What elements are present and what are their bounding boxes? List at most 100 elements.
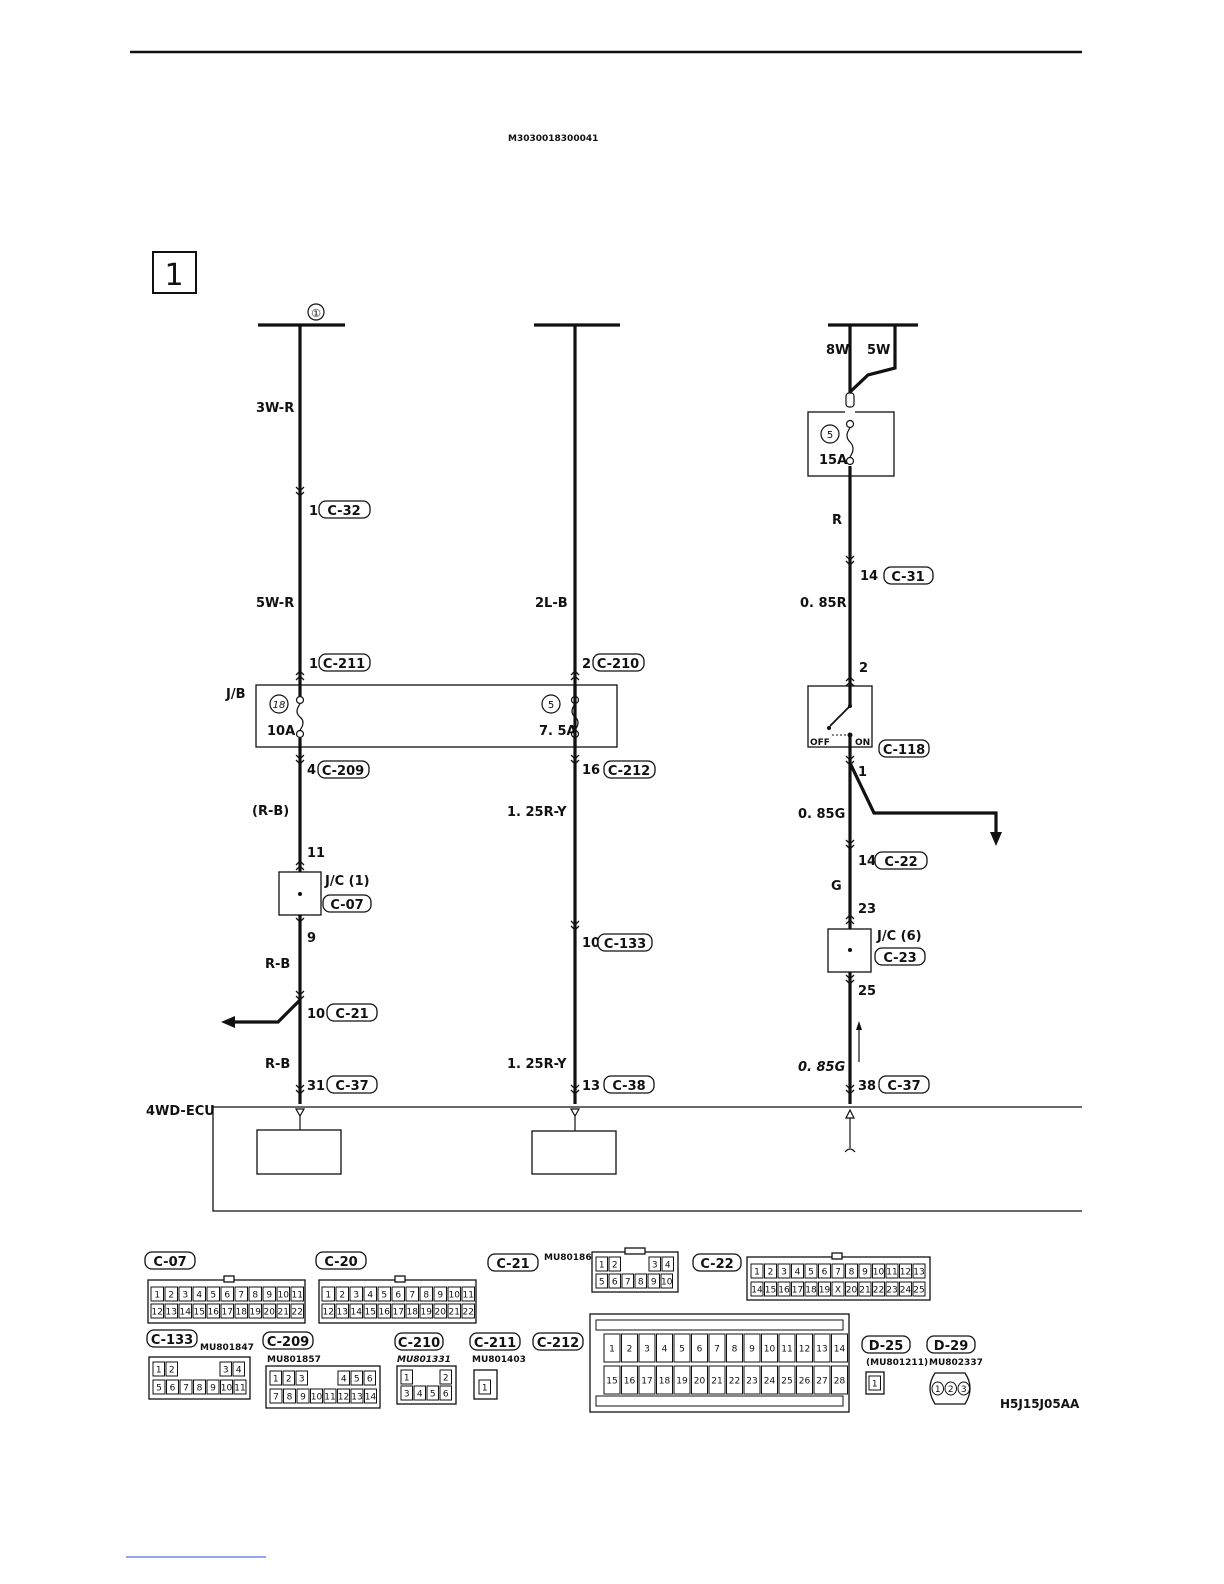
- pin-number: 28: [834, 1377, 846, 1387]
- pin-number: 12: [152, 1308, 163, 1318]
- pin-cell: [377, 1286, 391, 1302]
- pin-cell: [248, 1303, 262, 1319]
- pin-number: 1: [325, 1291, 331, 1301]
- pin-number: 16: [624, 1377, 636, 1387]
- pin-number: 19: [250, 1308, 262, 1318]
- pin-cell: [608, 1273, 621, 1289]
- pin-cell: [321, 1286, 335, 1302]
- pin-cell: [791, 1281, 804, 1297]
- pin-number: 15: [365, 1308, 376, 1318]
- page-marker: 1: [164, 258, 183, 293]
- pin-number: 19: [676, 1377, 688, 1387]
- pin-number: 6: [612, 1278, 618, 1288]
- conn-c211: C-211: [323, 657, 365, 672]
- pin-cell: [220, 1286, 234, 1302]
- view-d25-part: (MU801211): [866, 1358, 928, 1368]
- conn-c210: C-210: [597, 657, 639, 672]
- pin-cell: [220, 1303, 234, 1319]
- pin-number: 21: [859, 1286, 870, 1296]
- fuse-5-right-no: 5: [827, 430, 833, 441]
- pin-number: 3: [644, 1345, 650, 1355]
- pin-number: 7: [625, 1278, 631, 1288]
- pin-cell: [885, 1281, 899, 1297]
- pin-cell: [603, 1365, 621, 1395]
- pin-cell: [478, 1379, 491, 1395]
- switch-off: OFF: [810, 738, 830, 748]
- pin-number: 3: [781, 1268, 787, 1278]
- pin-number: 9: [266, 1291, 272, 1301]
- fuse-5-no: 5: [548, 700, 554, 711]
- wire-125r-y-2: 1. 25R-Y: [507, 1057, 567, 1072]
- pin-cell: [391, 1286, 405, 1302]
- view-c211-part: MU801403: [472, 1355, 526, 1365]
- wire-r-b-1: R-B: [265, 957, 290, 972]
- wire-085r: 0. 85R: [800, 596, 847, 611]
- circuit-right: 8W 5W 5 15A R 14 C-31 0. 85R 2 OFF ON C-…: [798, 323, 1002, 1104]
- pin-cell: [673, 1365, 691, 1395]
- pin-number: 17: [393, 1308, 404, 1318]
- pin-number: 19: [421, 1308, 433, 1318]
- pin-cell: [661, 1256, 674, 1272]
- pin-number: 10: [764, 1345, 776, 1355]
- pin-number: 21: [449, 1308, 460, 1318]
- view-c21-part: MU801867: [544, 1253, 598, 1263]
- pin-cell: [234, 1303, 248, 1319]
- view-c133-part: MU801847: [200, 1343, 254, 1353]
- pin-cell: [872, 1263, 885, 1279]
- pin-cell: [391, 1303, 405, 1319]
- pin-cell: [248, 1286, 262, 1302]
- pin-number: 5: [430, 1390, 436, 1400]
- pin-number: 1: [872, 1380, 878, 1390]
- pin-number: 9: [437, 1291, 443, 1301]
- jc6-label: J/C (6): [876, 929, 922, 944]
- pin-cell: [818, 1263, 831, 1279]
- pin-cell: [405, 1286, 419, 1302]
- wire-085g-1: 0. 85G: [798, 807, 845, 822]
- pin-number: 6: [443, 1390, 449, 1400]
- pin-number: 8: [197, 1384, 203, 1394]
- pin-cell: [405, 1303, 419, 1319]
- pin-cell: [638, 1365, 656, 1395]
- pin-number: 2: [168, 1291, 174, 1301]
- pin-cell: [708, 1333, 726, 1363]
- pin-number: 20: [264, 1308, 276, 1318]
- pin-number: 5: [599, 1278, 605, 1288]
- view-c210-label: C-210: [398, 1336, 440, 1351]
- pin-cell: [764, 1263, 777, 1279]
- pin-number: 11: [324, 1393, 335, 1403]
- wire-2l-b: 2L-B: [535, 596, 568, 611]
- pin-cell: [791, 1263, 804, 1279]
- view-c22-label: C-22: [700, 1257, 733, 1272]
- pin-number: 13: [166, 1308, 177, 1318]
- view-d29-part: MU802337: [929, 1358, 983, 1368]
- pin-number: 8: [252, 1291, 258, 1301]
- pin-cell: [461, 1286, 475, 1302]
- pin-cell: [831, 1263, 845, 1279]
- pin-number: 24: [764, 1377, 776, 1387]
- pin-cell: [813, 1365, 831, 1395]
- pin-number: 6: [367, 1375, 373, 1385]
- pin-number: 2: [169, 1366, 175, 1376]
- pin-number: 3: [961, 1385, 967, 1395]
- wire-5w-r: 5W-R: [256, 596, 294, 611]
- pin-c133: 10: [582, 936, 600, 951]
- pin-cell: [634, 1273, 647, 1289]
- pin-jc1-out: 9: [307, 931, 316, 946]
- pin-number: 13: [337, 1308, 348, 1318]
- pin-switch-in: 2: [859, 661, 868, 676]
- pin-c32: 1: [309, 504, 318, 519]
- pin-number: 2: [612, 1261, 618, 1271]
- wire-3w-r: 3W-R: [256, 401, 294, 416]
- pin-cell: [349, 1303, 363, 1319]
- pin-number: 7: [835, 1268, 841, 1278]
- pin-number: 2: [339, 1291, 345, 1301]
- fuse-18-rating: 10A: [267, 724, 295, 739]
- pin-number: 3: [299, 1375, 305, 1385]
- pin-cell: [708, 1365, 726, 1395]
- pin-cell: [761, 1333, 778, 1363]
- pin-cell: [165, 1361, 178, 1377]
- pin-cell: [931, 1381, 944, 1396]
- pin-cell: [656, 1333, 673, 1363]
